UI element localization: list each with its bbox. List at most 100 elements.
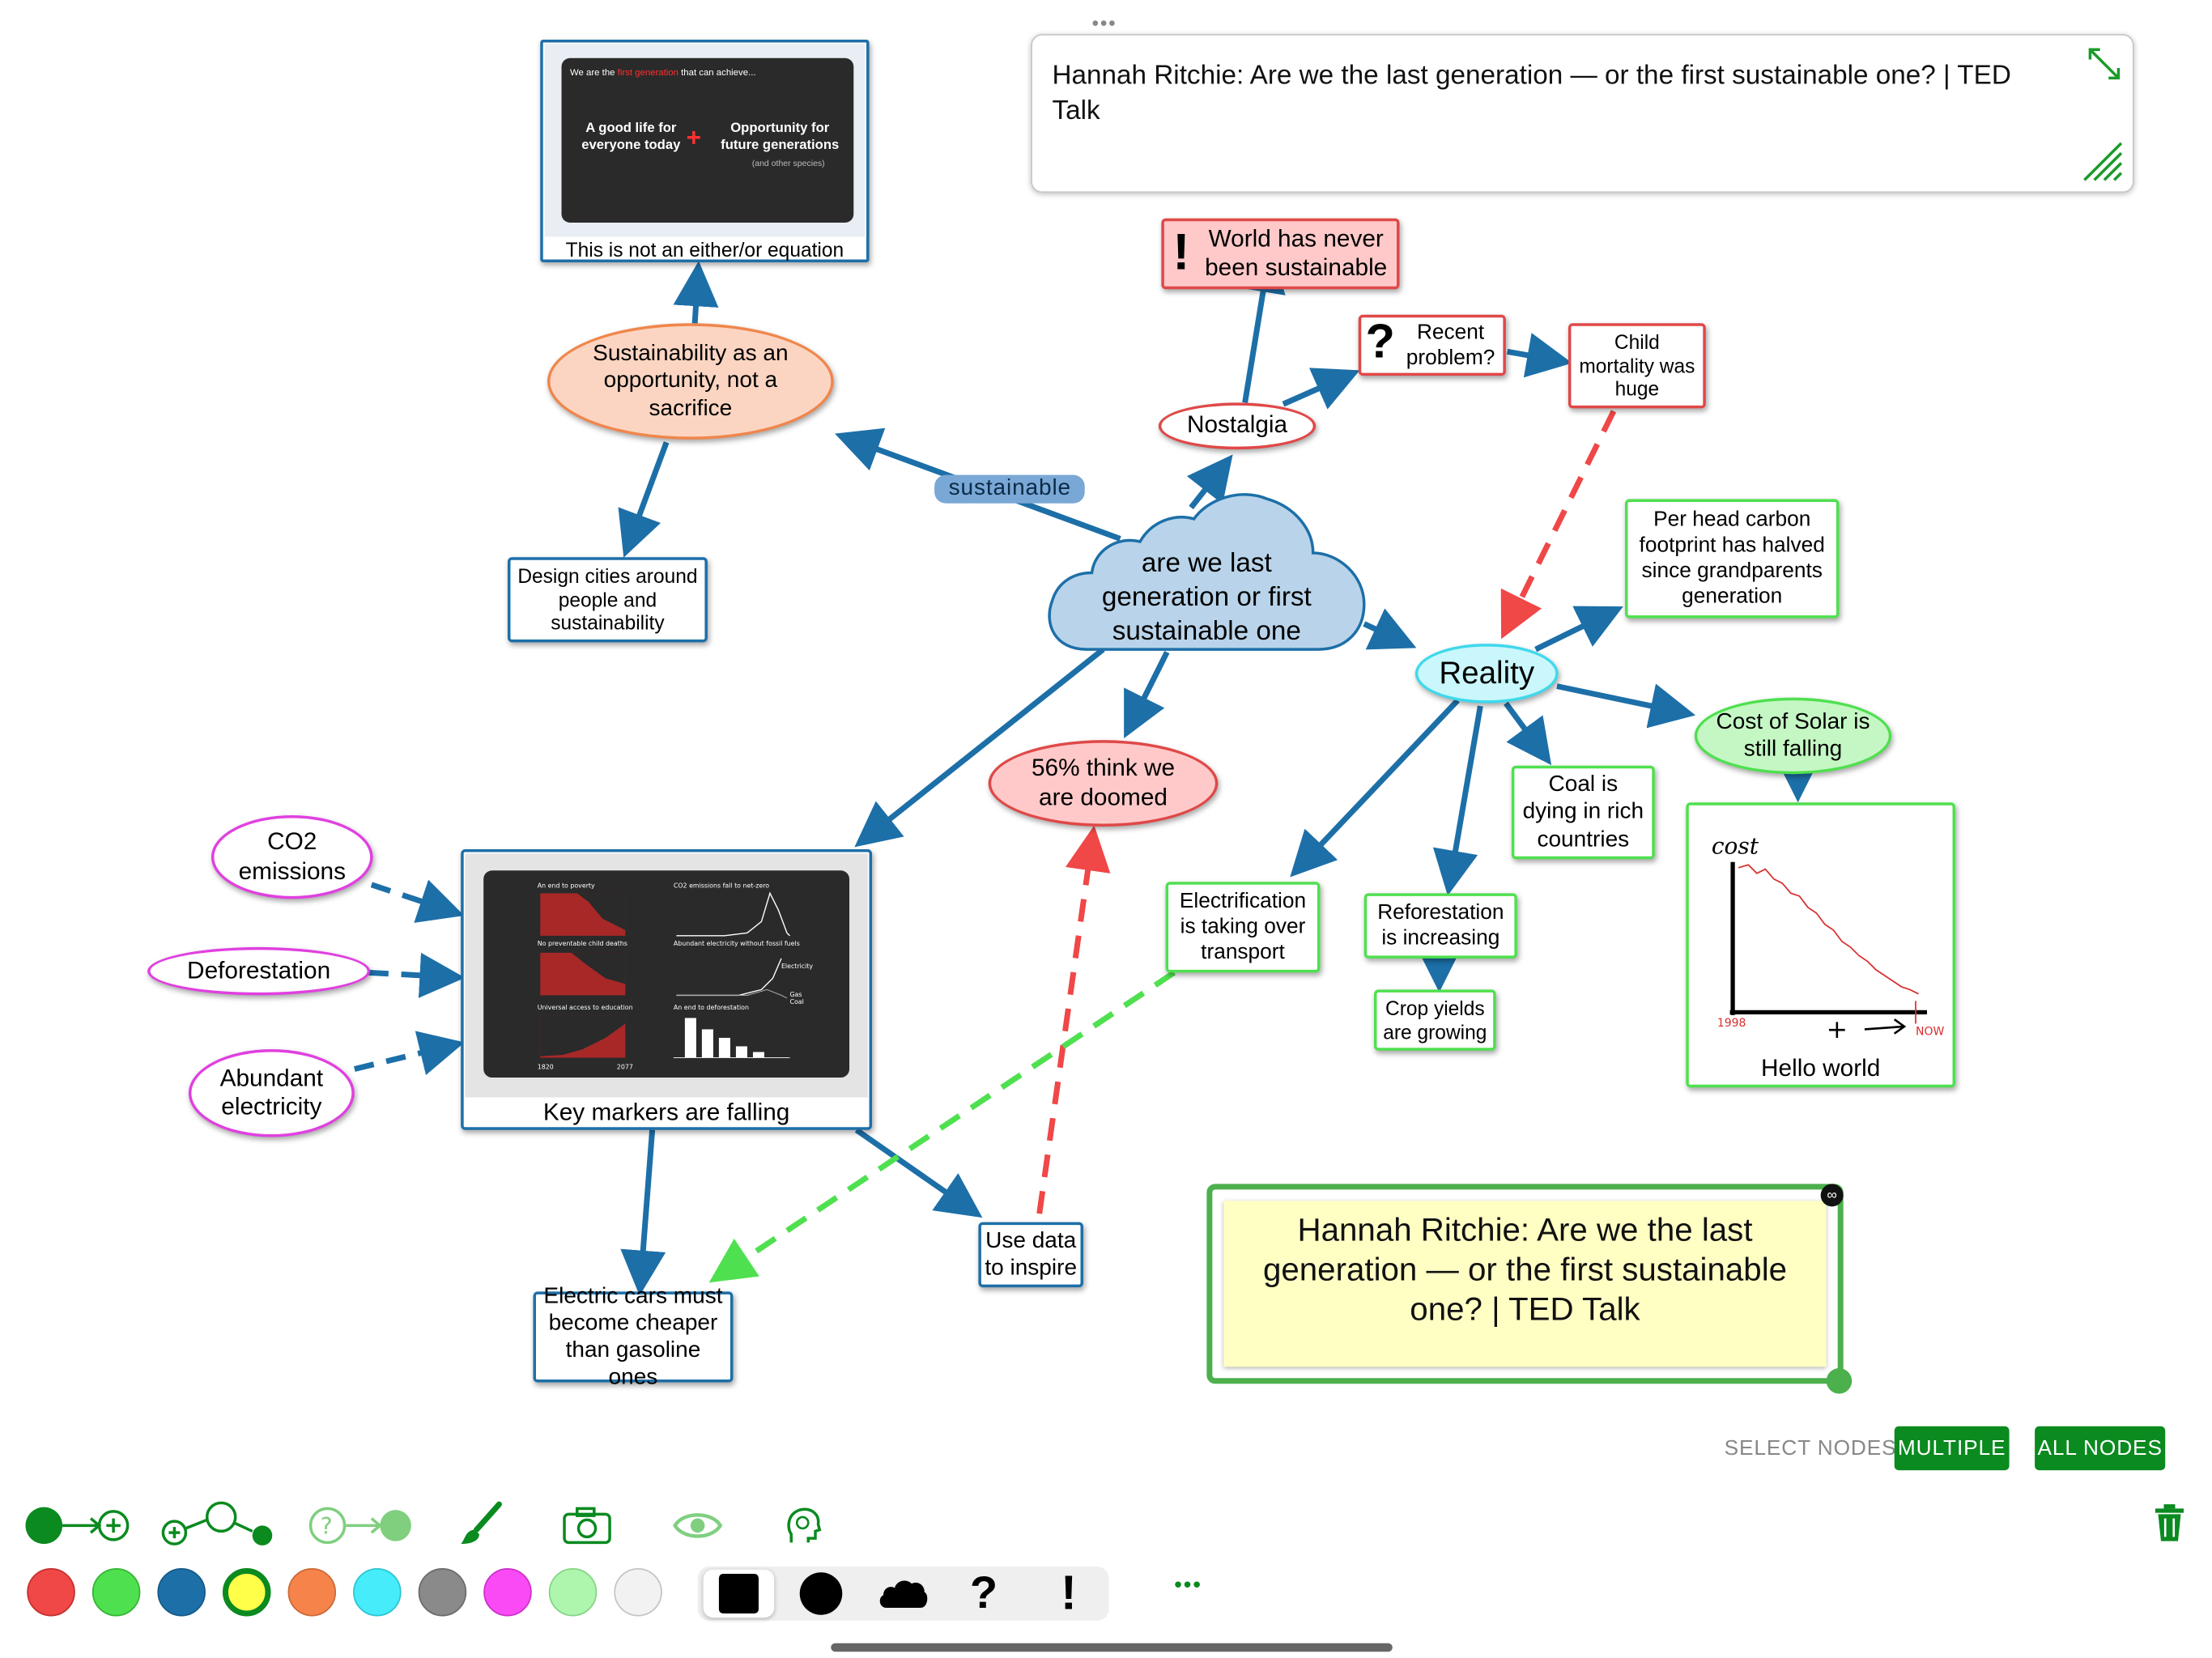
- swatch-gray[interactable]: [418, 1567, 467, 1617]
- edge-center-doomed[interactable]: [1124, 651, 1170, 738]
- node-child-mortality[interactable]: Child mortality was huge: [1568, 323, 1706, 409]
- question-marker-icon: ?: [1365, 314, 1395, 369]
- panel-title: CO2 emissions fall to net-zero: [674, 882, 769, 889]
- edge-keymarkers-usedata[interactable]: [854, 1127, 983, 1218]
- node-reality[interactable]: Reality: [1414, 644, 1559, 704]
- question-shape-icon[interactable]: ?: [969, 1567, 998, 1618]
- more-options-icon[interactable]: •••: [1174, 1573, 1202, 1598]
- line-label: Electricity: [781, 963, 813, 970]
- cost-sketch-drawing: cost 1998 NOW +: [1712, 832, 1945, 1042]
- edge-child-reality[interactable]: [1500, 410, 1617, 640]
- image-node-sketch[interactable]: cost 1998 NOW + Hello world: [1686, 802, 1956, 1088]
- slide-right-text: Opportunity for future generations: [721, 120, 840, 154]
- image-caption: Key markers are falling: [542, 1099, 790, 1126]
- link-icon[interactable]: ∞: [1820, 1184, 1844, 1207]
- image-caption: This is not an either/or equation: [565, 238, 844, 261]
- edge-sustainability-design[interactable]: [618, 441, 670, 558]
- multiple-button[interactable]: MULTIPLE: [1894, 1426, 2010, 1471]
- edge-deforestation-keymarkers[interactable]: [368, 952, 466, 998]
- swatch-light-green[interactable]: [548, 1567, 598, 1617]
- node-world-never-sustainable[interactable]: ! World has never been sustainable: [1161, 218, 1400, 290]
- select-nodes-label: SELECT NODES: [1724, 1436, 1897, 1460]
- line-label: Coal: [789, 998, 803, 1005]
- edge-co2-keymarkers[interactable]: [370, 879, 465, 923]
- swatch-yellow-selected[interactable]: [222, 1567, 271, 1617]
- node-abundant-electricity[interactable]: Abundant electricity: [188, 1048, 355, 1137]
- edge-keymarkers-electriccars[interactable]: [620, 1129, 666, 1296]
- expand-icon[interactable]: [2084, 44, 2124, 83]
- edge-reality-reforestation[interactable]: [1432, 705, 1483, 896]
- exclamation-shape-icon[interactable]: !: [1060, 1567, 1077, 1621]
- add-sibling-node-icon[interactable]: [159, 1500, 275, 1551]
- node-56-percent-doomed[interactable]: 56% think we are doomed: [988, 740, 1219, 827]
- node-coal-dying[interactable]: Coal is dying in rich countries: [1511, 765, 1655, 860]
- add-question-node-icon[interactable]: ?: [306, 1503, 417, 1548]
- slide-image: We are the first generation that can ach…: [544, 44, 866, 237]
- slide-plus: +: [686, 123, 702, 152]
- swatch-green[interactable]: [91, 1567, 141, 1617]
- node-crop-yields[interactable]: Crop yields are growing: [1374, 989, 1496, 1051]
- swatch-red[interactable]: [27, 1567, 75, 1617]
- edge-recent-child[interactable]: [1507, 333, 1572, 378]
- slide-small-text: (and other species): [751, 159, 825, 169]
- node-deforestation[interactable]: Deforestation: [147, 946, 371, 996]
- swatch-cyan[interactable]: [353, 1567, 402, 1617]
- slide-left-text: A good life for everyone today: [581, 120, 681, 154]
- edge-reality-solar[interactable]: [1556, 683, 1696, 729]
- image-caption: Hello world: [1761, 1054, 1881, 1082]
- node-per-head-carbon[interactable]: Per head carbon footprint has halved sin…: [1624, 499, 1840, 619]
- brain-icon[interactable]: [785, 1506, 823, 1545]
- header-note-text[interactable]: Hannah Ritchie: Are we the last generati…: [1052, 61, 2011, 126]
- node-nostalgia[interactable]: Nostalgia: [1158, 402, 1317, 450]
- edge-nostalgia-recent[interactable]: [1282, 368, 1360, 410]
- edge-center-keymarkers[interactable]: [854, 647, 1105, 848]
- image-node-key-markers[interactable]: An end to poverty CO2 emissions fall to …: [461, 849, 873, 1130]
- trash-icon[interactable]: [2152, 1503, 2186, 1542]
- swatch-magenta[interactable]: [483, 1567, 532, 1617]
- drag-handle-dots[interactable]: •••: [1091, 11, 1117, 35]
- swatch-white[interactable]: [614, 1567, 662, 1617]
- add-child-node-icon[interactable]: [23, 1503, 134, 1548]
- node-design-cities[interactable]: Design cities around people and sustaina…: [507, 557, 708, 643]
- node-center-cloud[interactable]: are we last generation or first sustaina…: [1044, 487, 1370, 655]
- node-reforestation[interactable]: Reforestation is increasing: [1363, 893, 1517, 959]
- sketch-x-start: 1998: [1717, 1017, 1746, 1030]
- edge-usedata-doomed[interactable]: [1036, 825, 1111, 1214]
- node-co2-emissions[interactable]: CO2 emissions: [211, 814, 373, 899]
- edge-sustainability-either[interactable]: [673, 261, 719, 324]
- edge-center-reality[interactable]: [1363, 608, 1417, 650]
- camera-icon[interactable]: [562, 1506, 613, 1545]
- slide-image: An end to poverty CO2 emissions fall to …: [465, 853, 868, 1098]
- edge-abundant-keymarkers[interactable]: [353, 1031, 465, 1075]
- resize-handle-icon[interactable]: [2082, 140, 2125, 183]
- circle-shape-icon[interactable]: [799, 1572, 843, 1615]
- edge-label-sustainable[interactable]: sustainable: [934, 474, 1086, 504]
- home-indicator[interactable]: [831, 1643, 1393, 1652]
- note-node-ted-talk[interactable]: Hannah Ritchie: Are we the last generati…: [1206, 1184, 1853, 1394]
- swatch-orange[interactable]: [287, 1567, 337, 1617]
- node-recent-problem[interactable]: ? Recent problem?: [1358, 314, 1506, 376]
- square-shape-icon[interactable]: [703, 1569, 775, 1618]
- node-use-data[interactable]: Use data to inspire: [978, 1222, 1083, 1288]
- node-cost-of-solar[interactable]: Cost of Solar is still falling: [1694, 697, 1892, 775]
- edge-center-nostalgia[interactable]: [1186, 454, 1233, 510]
- panel-title: Universal access to education: [538, 1004, 633, 1011]
- cloud-shape-icon[interactable]: [878, 1578, 929, 1609]
- edge-reality-coal[interactable]: [1504, 701, 1552, 766]
- all-nodes-button[interactable]: ALL NODES: [2035, 1426, 2166, 1471]
- eye-icon[interactable]: [672, 1508, 723, 1542]
- resize-handle[interactable]: [1826, 1368, 1853, 1394]
- edge-electrification-electriccars[interactable]: [708, 970, 1176, 1283]
- header-note-card[interactable]: Hannah Ritchie: Are we the last generati…: [1031, 34, 2134, 193]
- edge-reality-electrification[interactable]: [1290, 698, 1460, 878]
- node-electrification[interactable]: Electrification is taking over transport: [1165, 882, 1321, 973]
- swatch-blue[interactable]: [157, 1567, 206, 1617]
- sketch-plus: +: [1827, 1015, 1848, 1042]
- node-sustainability-opportunity[interactable]: Sustainability as an opportunity, not a …: [547, 323, 834, 440]
- node-electric-cars[interactable]: Electric cars must become cheaper than g…: [533, 1284, 734, 1390]
- edge-reality-perhead[interactable]: [1534, 606, 1623, 653]
- image-node-either-or[interactable]: We are the first generation that can ach…: [540, 40, 870, 262]
- brush-icon[interactable]: [457, 1500, 505, 1549]
